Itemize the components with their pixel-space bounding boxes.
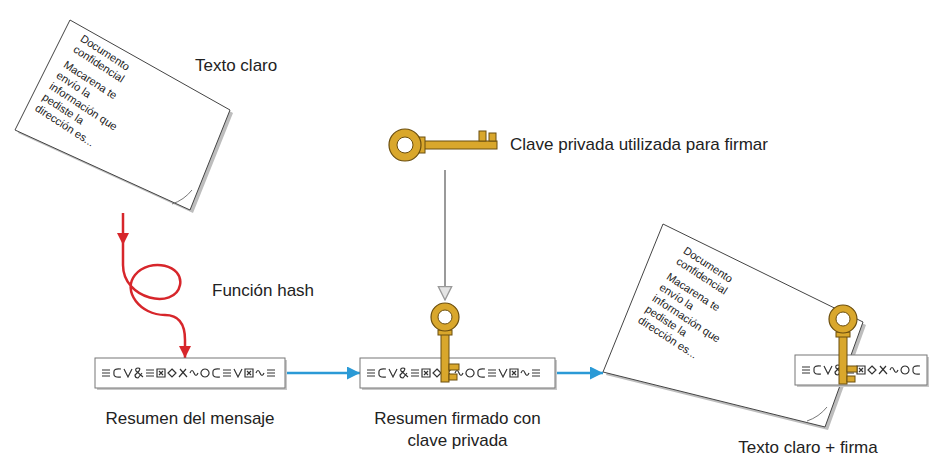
key-bow-hole (397, 137, 413, 153)
flow-arrow (444, 170, 446, 300)
caption-label: Resumen firmado con clave privada (363, 408, 553, 452)
key-bow (829, 305, 857, 333)
paper-sheet (603, 224, 863, 427)
key-tooth (847, 376, 855, 382)
key-bow (431, 303, 459, 331)
flow-arrow (285, 372, 360, 375)
key-shaft (441, 330, 449, 382)
document-sheet: Documento confidencialMacarena te envío … (15, 18, 235, 213)
private-key: Clave privada utilizada para firmar (385, 120, 500, 170)
key-shaft (419, 141, 497, 149)
caption-label: Resumen del mensaje (105, 408, 274, 430)
shape-outline (95, 358, 285, 388)
key-tooth (847, 366, 857, 372)
hash-strip (360, 358, 555, 388)
caption-label: Texto claro + firma (738, 437, 877, 459)
message-digest: Resumen del mensaje (95, 358, 285, 388)
key-tooth (449, 374, 457, 380)
hash-strip (95, 358, 285, 388)
paper-sheet (15, 20, 230, 210)
hash-glyphs (802, 365, 920, 375)
shape-outline (385, 120, 500, 170)
hash-strip (795, 355, 927, 385)
hash-spiral (123, 245, 185, 340)
key-bow-hole (438, 310, 452, 324)
flow-arrow (122, 213, 125, 245)
signed-document: Documento confidencialMacarena te envío … (603, 222, 930, 432)
page-curl (172, 190, 192, 204)
signed-digest: Resumen firmado con clave privada (360, 300, 555, 388)
caption-label: Texto claro (195, 55, 277, 77)
key-bow-hole (836, 312, 850, 326)
shape-outline (100, 245, 190, 340)
hash-function: Función hash (100, 245, 190, 340)
key-bow (389, 129, 421, 161)
hash-glyphs (102, 368, 275, 378)
shape-outline (360, 300, 555, 388)
caption-label: Función hash (212, 280, 314, 302)
key-tooth (449, 364, 459, 370)
flow-arrow (555, 372, 603, 375)
flow-arrow (184, 340, 187, 358)
key-tooth (479, 131, 486, 141)
page-curl (807, 407, 827, 421)
caption-label: Clave privada utilizada para firmar (510, 134, 768, 156)
key-shaft (839, 332, 847, 384)
key-tooth (489, 133, 496, 141)
